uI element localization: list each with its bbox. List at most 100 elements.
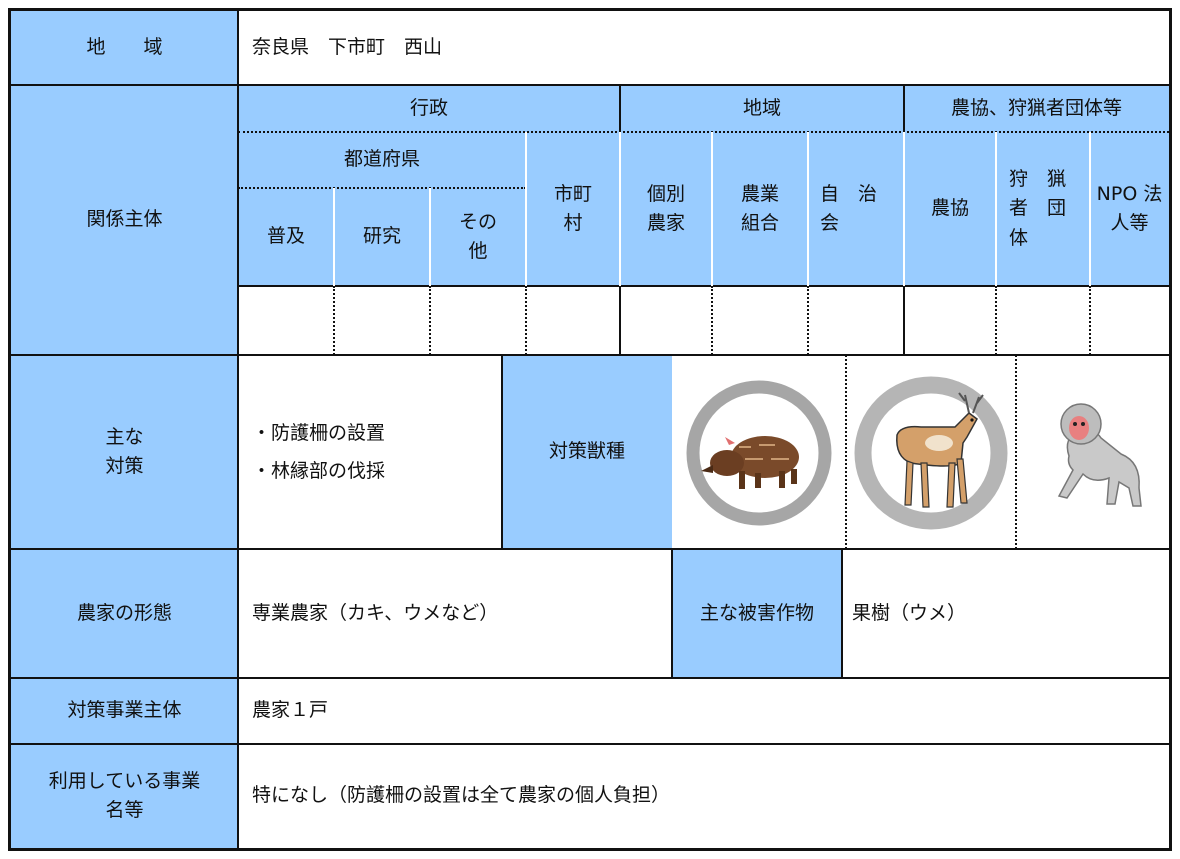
col-kobetsu: 個別 農家 [620, 132, 712, 286]
damage-label-text: 主な被害作物 [699, 601, 814, 624]
col-nokyo-text: 農協 [930, 197, 969, 220]
region-value: 奈良県 下市町 西山 [238, 11, 1169, 85]
group-local: 地域 [620, 85, 904, 132]
rule [903, 85, 905, 132]
rule [711, 132, 713, 286]
farm-label-text: 農家の形態 [76, 601, 172, 624]
measures-label: 主な 対策 [11, 355, 238, 549]
rule [1015, 355, 1017, 549]
region-value-text: 奈良県 下市町 西山 [252, 36, 443, 59]
rule [525, 132, 527, 286]
col-kenkyu: 研究 [334, 188, 430, 286]
group-gov-text: 行政 [409, 96, 448, 119]
group-gov: 行政 [238, 85, 620, 132]
entity-value: 農家１戸 [238, 678, 1169, 744]
region-label: 地 域 [11, 11, 238, 85]
col-shichoson-line1: 市町 [553, 182, 592, 205]
subgroup-prefecture-text: 都道府県 [343, 148, 420, 171]
rule [903, 132, 905, 286]
rule [238, 187, 526, 189]
col-nokyo: 農協 [904, 132, 996, 286]
col-kumiai: 農業 組合 [712, 132, 808, 286]
col-sonota-line1: その [458, 210, 497, 233]
rule [1089, 132, 1091, 286]
col-fukyu-text: 普及 [266, 225, 305, 248]
rule [238, 131, 1169, 133]
programs-label-line1: 利用している事業 [48, 769, 201, 792]
col-kenkyu-text: 研究 [362, 225, 401, 248]
programs-label: 利用している事業 名等 [11, 744, 238, 848]
programs-value: 特になし（防護柵の設置は全て農家の個人負担） [238, 744, 1169, 848]
rule [11, 677, 1169, 679]
rule [807, 286, 809, 355]
col-ryoyu-line3: 体 [1009, 226, 1029, 249]
programs-label-line2: 名等 [105, 799, 144, 821]
species-label: 対策獣種 [502, 355, 672, 549]
monkey-icon [1018, 361, 1167, 545]
group-local-text: 地域 [742, 96, 781, 119]
damage-value: 果樹（ウメ） [842, 549, 1169, 678]
measures-item-1: ・防護柵の設置 [252, 422, 386, 444]
col-shichoson-line2: 村 [563, 212, 583, 234]
rule [995, 286, 997, 355]
rule [429, 286, 431, 355]
col-ryoyu: 狩 猟 者 団 体 [996, 132, 1090, 286]
rule [807, 132, 809, 286]
rule [333, 286, 335, 355]
rule [711, 286, 713, 355]
rule [237, 11, 239, 848]
rule [333, 188, 335, 286]
subgroup-prefecture: 都道府県 [238, 132, 526, 188]
rule [671, 549, 673, 678]
rule [619, 85, 621, 132]
farm-value-text: 専業農家（カキ、ウメなど） [252, 601, 499, 624]
species-label-text: 対策獣種 [548, 440, 625, 463]
measures-label-line2: 対策 [105, 455, 144, 477]
rule [841, 549, 843, 678]
col-ryoyu-line1: 狩 猟 [1009, 167, 1067, 190]
col-kobetsu-line1: 個別 [646, 182, 685, 205]
rule [11, 743, 1169, 745]
rule [11, 354, 1169, 356]
farm-label: 農家の形態 [11, 549, 238, 678]
damage-label: 主な被害作物 [672, 549, 842, 678]
entity-label: 対策事業主体 [11, 678, 238, 744]
col-ryoyu-line2: 者 団 [1009, 197, 1067, 220]
col-npo: NPO 法 人等 [1090, 132, 1169, 286]
measures-items: ・防護柵の設置 ・林縁部の伐採 [238, 355, 502, 549]
rule [501, 355, 503, 549]
survey-table: 地 域 奈良県 下市町 西山 関係主体 行政 地域 農協、狩猟者団体等 都道府県… [8, 8, 1172, 851]
group-assoc-text: 農協、狩猟者団体等 [950, 96, 1122, 119]
stakeholders-label-text: 関係主体 [86, 208, 163, 231]
col-kumiai-line2: 組合 [740, 212, 779, 234]
col-npo-line2: 人等 [1110, 212, 1149, 234]
col-fukyu: 普及 [238, 188, 334, 286]
col-jichikai-line2: 会 [820, 212, 840, 234]
rule [11, 548, 1169, 550]
entity-value-text: 農家１戸 [252, 699, 329, 722]
programs-value-text: 特になし（防護柵の設置は全て農家の個人負担） [252, 784, 671, 807]
deer-icon [848, 361, 1014, 545]
damage-value-text: 果樹（ウメ） [852, 601, 967, 624]
rule [525, 286, 527, 355]
rule [845, 355, 847, 549]
rule [619, 286, 621, 355]
rule [619, 132, 621, 286]
rule [11, 84, 1169, 86]
rule [903, 286, 905, 355]
col-npo-line1: NPO 法 [1096, 182, 1163, 205]
farm-value: 専業農家（カキ、ウメなど） [238, 549, 672, 678]
entity-label-text: 対策事業主体 [67, 699, 182, 722]
rule [238, 285, 1169, 287]
col-jichikai: 自 治 会 [808, 132, 904, 286]
measures-label-line1: 主な [105, 425, 144, 448]
boar-icon [674, 361, 844, 545]
rule [995, 132, 997, 286]
stakeholders-header-area [238, 85, 1169, 286]
col-shichoson: 市町 村 [526, 132, 620, 286]
rule [1089, 286, 1091, 355]
col-sonota-line2: 他 [468, 240, 488, 262]
col-kumiai-line1: 農業 [740, 182, 779, 205]
col-jichikai-line1: 自 治 [820, 182, 878, 205]
stakeholders-label: 関係主体 [11, 85, 238, 355]
